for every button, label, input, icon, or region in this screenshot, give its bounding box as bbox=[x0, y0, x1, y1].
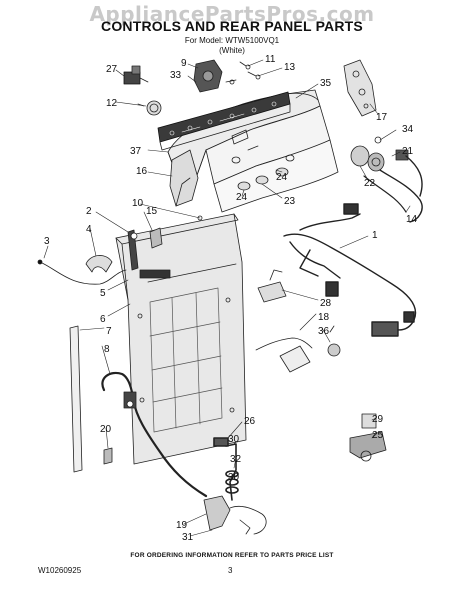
callout-16: 16 bbox=[136, 166, 148, 177]
wire-harness-part bbox=[283, 155, 423, 337]
drain-elbow-part bbox=[203, 495, 267, 535]
callout-26: 26 bbox=[244, 416, 256, 427]
diagram-title: CONTROLS AND REAR PANEL PARTS bbox=[101, 18, 363, 34]
callout-13: 13 bbox=[284, 62, 296, 73]
callout-29: 29 bbox=[372, 414, 384, 425]
callout-36: 36 bbox=[318, 326, 330, 337]
callout-32: 32 bbox=[230, 454, 242, 465]
fastener-part bbox=[239, 61, 261, 80]
callout-12: 12 bbox=[106, 98, 118, 109]
model-info: For Model: WTW5100VQ1 (White) bbox=[0, 36, 464, 56]
callout-27: 27 bbox=[106, 64, 118, 75]
callout-30b: 30 bbox=[228, 472, 240, 483]
callout-37: 37 bbox=[130, 146, 142, 157]
callout-9: 9 bbox=[181, 58, 187, 69]
clip-part bbox=[103, 447, 113, 465]
callout-33: 33 bbox=[170, 70, 182, 81]
watermark: AppliancePartsPros.com bbox=[89, 2, 375, 26]
callout-28: 28 bbox=[320, 298, 332, 309]
rear-panel-part bbox=[115, 213, 247, 465]
push-button-part bbox=[231, 145, 295, 191]
switch-module-part bbox=[193, 59, 237, 93]
console-end-cap-part bbox=[169, 149, 199, 207]
model-line: For Model: WTW5100VQ1 bbox=[184, 36, 280, 45]
callout-24a: 24 bbox=[276, 172, 288, 183]
power-cord-part bbox=[255, 325, 341, 373]
callout-34: 34 bbox=[402, 124, 414, 135]
callout-21: 21 bbox=[402, 146, 414, 157]
callout-5: 5 bbox=[100, 288, 106, 299]
wire-clip-part bbox=[149, 215, 203, 249]
hose-clamp-part bbox=[123, 391, 137, 409]
callout-35: 35 bbox=[320, 78, 332, 89]
callout-11: 11 bbox=[265, 54, 276, 65]
lid-switch-wire-part bbox=[37, 259, 127, 285]
callout-19: 19 bbox=[176, 520, 188, 531]
console-knob-part bbox=[350, 136, 409, 172]
callout-2: 2 bbox=[86, 206, 92, 217]
water-valve-part bbox=[349, 413, 387, 462]
callout-24b: 24 bbox=[236, 192, 248, 203]
console-bracket-part bbox=[343, 59, 377, 117]
drain-hose-part bbox=[213, 437, 239, 501]
control-board-part bbox=[157, 91, 291, 151]
callout-25: 25 bbox=[372, 430, 384, 441]
timer-knob-part bbox=[137, 100, 162, 116]
callout-7: 7 bbox=[106, 326, 112, 337]
ordering-note: FOR ORDERING INFORMATION REFER TO PARTS … bbox=[130, 552, 334, 559]
lid-switch-part bbox=[85, 229, 139, 273]
color-line: (White) bbox=[219, 46, 245, 55]
callout-3: 3 bbox=[44, 236, 50, 247]
callout-4: 4 bbox=[86, 224, 92, 235]
callout-8: 8 bbox=[104, 344, 110, 355]
callout-15: 15 bbox=[146, 206, 158, 217]
callout-30a: 30 bbox=[228, 434, 240, 445]
document-number: W10260925 bbox=[38, 566, 82, 575]
callout-1: 1 bbox=[372, 230, 378, 241]
callout-20: 20 bbox=[100, 424, 112, 435]
trim-strip-part bbox=[69, 325, 83, 473]
callout-10: 10 bbox=[132, 198, 144, 209]
callout-18: 18 bbox=[318, 312, 330, 323]
callout-14: 14 bbox=[406, 214, 418, 225]
callout-31: 31 bbox=[182, 532, 194, 543]
callout-23: 23 bbox=[284, 196, 296, 207]
timer-part bbox=[123, 65, 149, 85]
page-number: 3 bbox=[228, 566, 233, 575]
callout-17: 17 bbox=[376, 112, 388, 123]
callout-6: 6 bbox=[100, 314, 106, 325]
bracket-part bbox=[257, 269, 287, 303]
callout-22: 22 bbox=[364, 178, 376, 189]
